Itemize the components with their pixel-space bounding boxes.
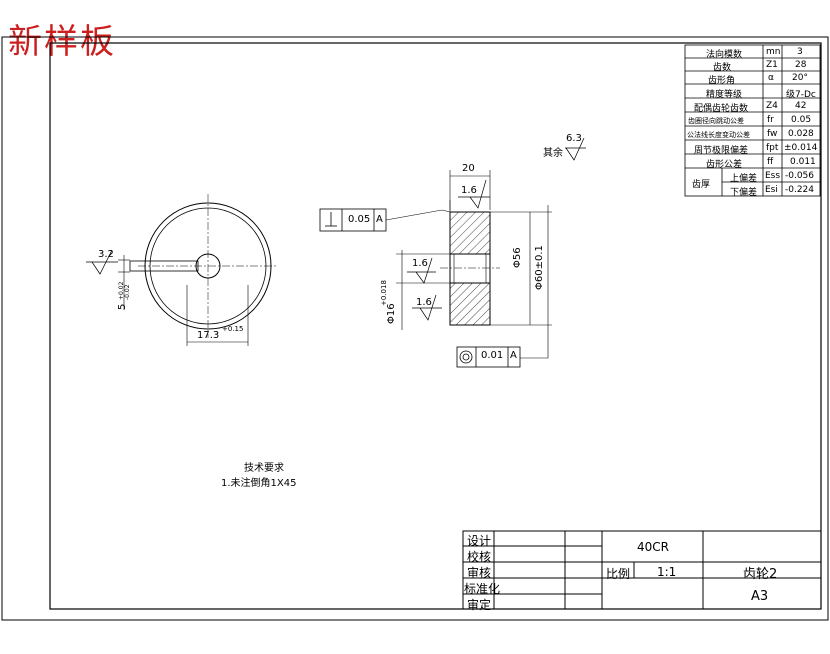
title-block-check: 校核 <box>467 550 492 564</box>
conc-datum-letter: A <box>510 350 517 361</box>
param-sym-pitch: fpt <box>766 143 779 153</box>
dim-key-width: 5 <box>117 303 128 310</box>
title-block-scale-label: 比例 <box>606 567 631 581</box>
roughness-keyway-value: 3.2 <box>98 249 114 260</box>
dim-bore-tolerance: +0.018 <box>380 280 388 306</box>
dim-bore-diameter: Φ16 <box>386 303 397 324</box>
param-val-pitch: ±0.014 <box>784 143 818 153</box>
param-val-profile: 0.011 <box>790 157 816 167</box>
param-val-mate-teeth: 42 <box>795 101 807 111</box>
title-block-review: 审核 <box>467 566 492 580</box>
inner-frame <box>49 42 822 610</box>
conc-tolerance-value: 0.01 <box>481 350 504 361</box>
section-view <box>385 137 586 359</box>
param-label-module: 法向模数 <box>706 50 743 60</box>
outer-frame <box>1 36 829 621</box>
dim-key-depth-tol: +0.15 <box>222 325 244 333</box>
param-label-lower: 下偏差 <box>730 188 758 198</box>
param-sym-lower: Esi <box>765 185 778 195</box>
param-val-module: 3 <box>797 47 803 57</box>
title-block-design: 设计 <box>467 534 492 548</box>
title-block-approve: 审定 <box>467 598 492 612</box>
perp-tolerance-value: 0.05 <box>348 214 371 225</box>
dim-width-20: 20 <box>462 163 475 174</box>
dim-diameter-56: Φ56 <box>512 247 523 268</box>
tech-req-item-1: 1.未注倒角1X45 <box>221 478 297 489</box>
tech-req-title: 技术要求 <box>244 463 284 474</box>
title-block-scale-value: 1:1 <box>657 565 677 579</box>
param-sym-runout: fr <box>767 115 774 125</box>
param-label-grade: 精度等级 <box>706 90 743 100</box>
watermark-text: 新样板 <box>8 22 116 62</box>
param-label-thickness: 齿厚 <box>692 180 711 190</box>
perp-datum-letter: A <box>376 214 383 225</box>
roughness-side-value: 1.6 <box>416 297 432 308</box>
param-val-angle: 20° <box>792 73 808 83</box>
param-sym-upper: Ess <box>765 171 781 181</box>
param-label-upper: 上偏差 <box>730 174 758 184</box>
dim-key-tol-lower: -0.02 <box>124 284 131 300</box>
param-val-runout: 0.05 <box>791 115 812 125</box>
front-view <box>86 194 278 346</box>
param-val-base-tangent: 0.028 <box>788 129 814 139</box>
param-label-angle: 齿形角 <box>708 76 736 86</box>
title-block-part-name: 齿轮2 <box>743 567 778 582</box>
param-label-teeth: 齿数 <box>713 63 732 73</box>
param-label-base-tangent: 公法线长度变动公差 <box>687 131 750 139</box>
param-label-pitch: 周节极限偏差 <box>694 146 749 156</box>
dim-diameter-60: Φ60±0.1 <box>534 245 545 290</box>
title-block-grid <box>462 530 822 610</box>
param-label-runout: 齿圈径向跳动公差 <box>688 117 744 125</box>
title-block-sheet-size: A3 <box>751 589 769 604</box>
param-val-grade: 级7-Dc <box>786 90 816 100</box>
param-sym-teeth: Z1 <box>766 60 778 70</box>
param-val-teeth: 28 <box>795 60 807 70</box>
roughness-rest-value: 6.3 <box>566 133 582 144</box>
param-sym-profile: ff <box>767 157 774 167</box>
roughness-top-value: 1.6 <box>461 185 477 196</box>
param-sym-angle: α <box>768 73 774 83</box>
param-label-mate-teeth: 配偶齿轮齿数 <box>694 104 749 114</box>
concentricity-frame <box>456 346 521 368</box>
title-block-standard: 标准化 <box>464 582 501 596</box>
roughness-bore-value: 1.6 <box>412 258 428 269</box>
param-sym-base-tangent: fw <box>767 129 778 139</box>
param-sym-mate-teeth: Z4 <box>766 101 778 111</box>
dim-key-depth: 17.3 <box>197 330 220 341</box>
param-label-profile: 齿形公差 <box>706 160 743 170</box>
param-val-lower: -0.224 <box>785 185 815 195</box>
roughness-rest-label: 其余 <box>543 148 563 159</box>
param-val-upper: -0.056 <box>785 171 815 181</box>
param-table-grid <box>684 44 821 197</box>
title-block-material: 40CR <box>637 540 669 554</box>
perpendicularity-frame <box>319 208 387 232</box>
param-sym-module: mn <box>766 47 781 57</box>
